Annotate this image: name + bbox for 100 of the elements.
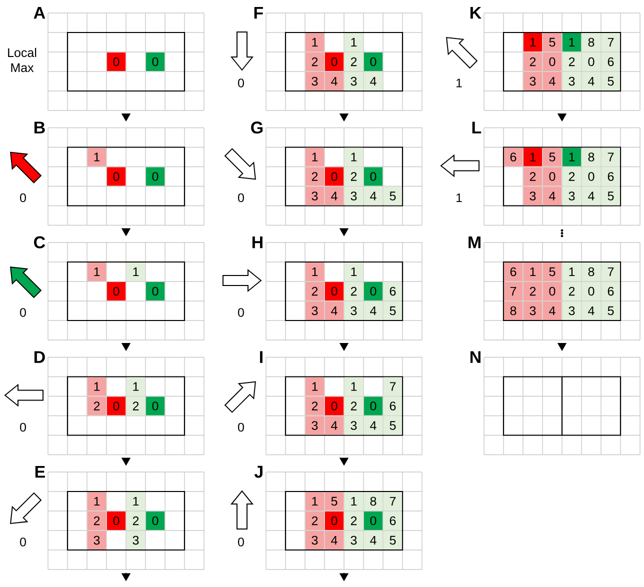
- node-label: 7: [608, 38, 614, 47]
- grid-cell: 4: [324, 186, 344, 206]
- node-label: 1: [569, 267, 575, 276]
- node-label: 1: [351, 267, 357, 276]
- node-label: 1: [133, 496, 139, 506]
- node-label: 6: [608, 172, 614, 181]
- grid-cell: 7: [383, 377, 402, 396]
- node-label: 5: [390, 306, 396, 316]
- node-label: 1: [94, 496, 100, 506]
- grid-cell: 3: [344, 186, 364, 206]
- grid-cell: 4: [542, 186, 562, 206]
- node-label: 2: [530, 286, 536, 296]
- node-label: 4: [549, 76, 556, 86]
- node-label: 6: [390, 286, 396, 296]
- node-label: 3: [530, 306, 536, 316]
- dotted-line: [560, 229, 564, 238]
- grid-cell: 0: [542, 167, 562, 186]
- node-label: 2: [94, 402, 100, 410]
- node-label: 5: [390, 536, 396, 545]
- node-label: 5: [549, 152, 556, 162]
- node-label: 1: [133, 382, 139, 391]
- node-label: 5: [390, 421, 396, 430]
- node-label: G: [251, 122, 263, 134]
- count-label: 0: [238, 193, 244, 202]
- node-label: 1: [312, 38, 318, 47]
- node-label: 3: [568, 306, 575, 316]
- grid-cell: 5: [383, 186, 402, 206]
- grid-cell: 1: [562, 148, 582, 166]
- count-label: 0: [20, 422, 26, 432]
- node-label: 2: [312, 286, 318, 296]
- node-label: 1: [312, 152, 318, 162]
- node-label: 6: [390, 516, 396, 526]
- grid-cell: 0: [106, 396, 126, 416]
- node-label: 3: [530, 192, 536, 200]
- node-label: 7: [608, 152, 614, 162]
- node-label: 3: [350, 536, 357, 545]
- count-label: 0: [20, 193, 26, 202]
- count-label: 0: [238, 422, 244, 432]
- grid-cell: 5: [542, 148, 562, 166]
- node-label: 3: [312, 192, 318, 200]
- node-label: 3: [568, 76, 575, 86]
- node-label: 2: [312, 57, 318, 66]
- grid-cell: 2: [562, 167, 582, 186]
- count-label: 0: [20, 538, 26, 546]
- count-label: 1: [456, 78, 462, 88]
- node-label: 4: [370, 536, 376, 545]
- node-label: 8: [370, 496, 376, 506]
- node-label: I: [260, 351, 262, 363]
- node-label: 7: [390, 382, 396, 391]
- node-label: 3: [350, 421, 357, 430]
- node-label: 3: [350, 306, 357, 316]
- node-label: D: [34, 351, 45, 363]
- node-label: 0: [588, 57, 594, 66]
- grid-cell: 0: [106, 167, 126, 186]
- node-label: E: [35, 466, 45, 478]
- node-label: C: [34, 236, 46, 248]
- node-label: 6: [510, 267, 516, 276]
- node-label: 1: [351, 382, 357, 391]
- node-label: 0: [588, 286, 594, 296]
- node-label: 4: [588, 192, 594, 200]
- node-label: 8: [588, 152, 594, 162]
- node-label: 3: [350, 192, 357, 200]
- node-label: 2: [132, 402, 139, 410]
- node-label: L: [472, 122, 482, 134]
- node-label: 4: [549, 306, 556, 316]
- grid-cell: 1: [126, 377, 146, 396]
- grid-cell: 4: [324, 416, 344, 435]
- node-label: 3: [530, 76, 536, 86]
- grid-cell: 2: [523, 167, 542, 186]
- grid-panel: N: [470, 351, 640, 456]
- node-label: 2: [350, 172, 357, 181]
- grid-cell: 1: [344, 377, 364, 396]
- grid-cell: 2: [305, 396, 324, 416]
- node-label: 1: [94, 382, 100, 391]
- grid-cell: 5: [601, 186, 620, 206]
- node-label: 6: [390, 402, 396, 410]
- node-label: 5: [331, 496, 338, 506]
- grid-cell: 3: [305, 186, 324, 206]
- node-label: 5: [549, 38, 556, 47]
- grid-cell: 2: [344, 396, 364, 416]
- node-label: 3: [312, 76, 318, 86]
- count-label: 0: [238, 538, 244, 546]
- node-label: 2: [568, 57, 575, 66]
- node-label: J: [254, 466, 262, 478]
- node-label: 6: [608, 57, 614, 66]
- node-label: 0: [549, 172, 556, 181]
- node-label: 4: [370, 306, 376, 316]
- node-label: 4: [549, 192, 556, 200]
- node-label: 1: [351, 38, 357, 47]
- node-label: 4: [331, 192, 338, 200]
- node-label: 1: [312, 267, 318, 276]
- node-label: 4: [370, 421, 376, 430]
- grid-cell: 0: [364, 167, 383, 186]
- grid-cell: 5: [383, 416, 402, 435]
- grid-cell: 0: [324, 396, 344, 416]
- node-label: M: [468, 236, 480, 248]
- node-label: H: [252, 236, 262, 248]
- grid-cell: 4: [364, 416, 383, 435]
- grid-cell: 0: [146, 167, 165, 186]
- node-label: 3: [132, 536, 139, 545]
